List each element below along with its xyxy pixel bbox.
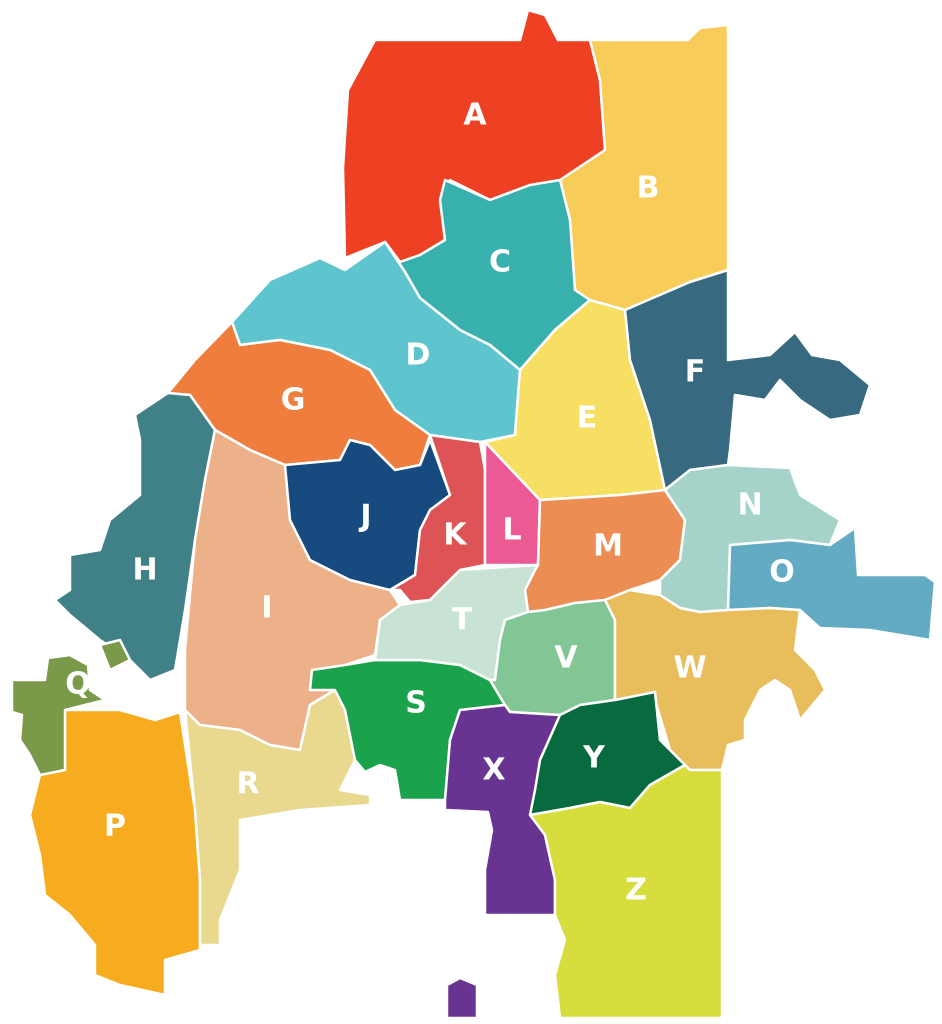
region-label-f: F [685, 355, 706, 390]
region-label-l: L [502, 513, 521, 548]
region-label-i: I [261, 591, 272, 626]
region-v[interactable]: V [488, 598, 617, 717]
region-label-o: O [769, 555, 795, 590]
region-label-y: Y [582, 741, 606, 776]
region-q[interactable]: Q [10, 638, 132, 777]
region-label-j: J [358, 499, 371, 534]
region-label-r: R [236, 767, 259, 802]
region-label-s: S [405, 686, 427, 721]
region-p[interactable]: P [28, 708, 202, 997]
region-label-b: B [637, 171, 660, 206]
region-label-v: V [554, 641, 578, 676]
region-r[interactable]: R [183, 688, 372, 947]
region-label-k: K [443, 518, 468, 553]
region-label-h: H [132, 553, 157, 588]
region-label-c: C [489, 245, 511, 280]
region-f[interactable]: F [623, 268, 872, 492]
region-label-e: E [577, 401, 598, 436]
region-o[interactable]: O [726, 526, 937, 642]
region-label-w: W [673, 651, 706, 686]
region-label-m: M [593, 529, 623, 564]
region-label-n: N [737, 488, 762, 523]
region-label-a: A [463, 98, 487, 133]
region-label-d: D [406, 338, 431, 373]
region-label-x: X [482, 753, 505, 788]
region-b[interactable]: B [558, 23, 730, 322]
region-label-q: Q [65, 667, 91, 702]
region-label-z: Z [625, 873, 647, 908]
region-z[interactable]: Z [528, 763, 724, 1020]
region-label-g: G [281, 383, 306, 418]
region-label-t: T [452, 603, 473, 638]
region-label-p: P [104, 809, 126, 844]
